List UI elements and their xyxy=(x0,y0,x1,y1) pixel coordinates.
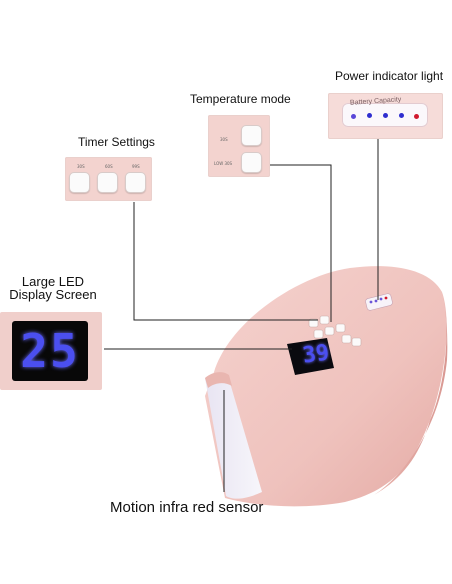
battery-dot-red xyxy=(414,114,419,119)
lamp-screen-bg xyxy=(287,338,334,375)
temperature-btn-2-label: LOW 30S xyxy=(214,161,233,166)
battery-dot xyxy=(367,113,372,118)
motion-sensor-label: Motion infra red sensor xyxy=(110,499,264,516)
led-display-label: Large LED Display Screen xyxy=(6,275,100,301)
timer-btn-1-label: 30S xyxy=(77,164,85,169)
led-label-line2: Display Screen xyxy=(9,287,97,302)
lamp-interior xyxy=(205,373,262,499)
timer-button-60s[interactable] xyxy=(97,172,118,193)
temperature-mode-label: Temperature mode xyxy=(190,92,291,106)
timer-btn-3-label: 99S xyxy=(132,164,140,169)
timer-panel: 30S 60S 99S xyxy=(65,157,152,201)
lamp-rim xyxy=(205,372,232,388)
temperature-button-low[interactable] xyxy=(241,152,262,173)
led-screen: 25 xyxy=(12,321,88,381)
led-label-line1: Large LED xyxy=(21,274,85,289)
timer-btn-2-label: 60S xyxy=(105,164,113,169)
temperature-button-30s[interactable] xyxy=(241,125,262,146)
callout-lines xyxy=(104,138,379,492)
timer-button-99s[interactable] xyxy=(125,172,146,193)
timer-button-30s[interactable] xyxy=(69,172,90,193)
battery-indicator-dots xyxy=(351,113,421,121)
led-display-panel: 25 xyxy=(0,312,102,390)
lamp-buttons xyxy=(308,315,362,347)
battery-dot xyxy=(399,113,404,118)
device-screen-digits: 39 xyxy=(301,340,331,369)
battery-dot xyxy=(383,113,388,118)
temperature-panel: 30S LOW 30S xyxy=(208,115,270,177)
battery-dot xyxy=(351,114,356,119)
lamp-body xyxy=(205,266,447,507)
timer-settings-label: Timer Settings xyxy=(78,135,155,149)
led-digits: 25 xyxy=(20,324,80,378)
power-indicator-label: Power indicator light xyxy=(335,69,444,83)
temperature-btn-1-label: 30S xyxy=(220,137,228,142)
